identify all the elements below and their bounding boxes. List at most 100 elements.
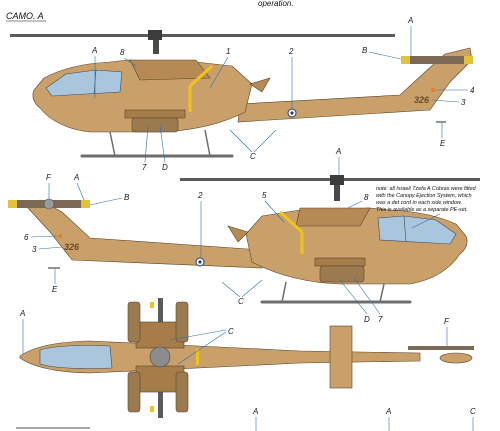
callout-A: A: [91, 46, 97, 55]
callout-D: D: [162, 163, 168, 172]
rotor-hub-plan: [149, 346, 171, 368]
plan-view: A C F A A C: [16, 298, 476, 431]
leader-line: [353, 277, 381, 315]
skid-strut: [204, 129, 211, 157]
rotor-mast: [334, 185, 340, 201]
callout-F: F: [444, 317, 450, 326]
callout-6: 6: [24, 233, 29, 242]
skid-strut: [281, 281, 287, 303]
exhaust: [249, 77, 271, 93]
leader-line: [347, 200, 363, 209]
callout-A-tail: A: [73, 173, 79, 182]
exhaust: [227, 225, 249, 243]
engine-housing: [295, 207, 371, 227]
callout-4: 4: [470, 86, 475, 95]
leader-line: [89, 197, 123, 206]
canopy: [377, 215, 457, 245]
yellow-stripe: [188, 64, 214, 88]
scheme-title: CAMO. A: [6, 11, 44, 21]
callout-3: 3: [32, 245, 37, 254]
canopy-frame: [403, 215, 407, 243]
tail-boom: [27, 199, 263, 269]
callout-E: E: [52, 285, 58, 294]
stub-wing: [314, 257, 366, 267]
leader-line: [411, 213, 441, 229]
engine-housing: [129, 59, 211, 81]
tail-marking: [58, 234, 62, 238]
horizontal-stabilizer: [329, 325, 353, 389]
callout-E: E: [440, 139, 446, 148]
callout-A: A: [19, 309, 25, 318]
rotor-mast: [153, 40, 159, 54]
yellow-marker: [150, 302, 154, 308]
callout-B: B: [362, 46, 368, 55]
tail-rotor-hub: [43, 198, 55, 210]
callout-C: C: [238, 297, 244, 306]
leader-line: [368, 51, 402, 60]
callout-C-bottom: C: [470, 407, 476, 416]
callout-A-bottom: A: [385, 407, 391, 416]
callout-7: 7: [142, 163, 147, 172]
leader-line: [431, 99, 460, 103]
serial-number: 326: [64, 242, 80, 252]
tail-rotor-tip: [81, 200, 90, 208]
leader-line: [264, 200, 285, 223]
note-line: This is available as a separate PE-set.: [376, 207, 468, 213]
tail-fin-plan: [439, 352, 473, 364]
weapon-pod: [175, 301, 189, 343]
leader-line: [144, 125, 149, 163]
yellow-stripe: [196, 349, 199, 365]
canopy: [45, 69, 123, 97]
note-line: was a det cord in each side window.: [376, 200, 462, 206]
main-rotor-blade: [10, 34, 395, 37]
leader-line: [209, 56, 229, 89]
rotor-hub: [330, 175, 344, 185]
weapon-pod: [319, 265, 365, 283]
note-line: note: all Israeli Tzefa A Cobras were fi…: [376, 186, 477, 192]
callout-C: C: [250, 152, 256, 161]
tail-boom: [237, 47, 473, 123]
callout-8: 8: [364, 193, 369, 202]
fuselage-plan: [19, 340, 421, 374]
roundel-star: [198, 260, 202, 264]
callout-7: 7: [378, 315, 383, 324]
header-continuation-text: operation.: [258, 0, 294, 8]
callout-A-tail: A: [407, 16, 413, 25]
leader-line: [177, 331, 227, 365]
leader-line: [221, 281, 241, 298]
roundel-star: [290, 111, 294, 115]
callout-1: 1: [226, 47, 230, 56]
profile-left-side: 326 A 8 1 2 A B 4 3 E C 7 D: [10, 16, 475, 172]
leader-line: [253, 129, 277, 153]
weapon-pod: [127, 301, 141, 343]
skid-strut: [109, 131, 116, 157]
tail-marking: [431, 88, 435, 92]
stub-wing: [124, 109, 186, 119]
tail-rotor-tip: [464, 56, 473, 64]
leader-line: [30, 235, 58, 238]
callout-C: C: [228, 327, 234, 336]
leader-line: [241, 279, 263, 298]
weapon-pod: [127, 371, 141, 413]
weapon-pod: [131, 117, 179, 133]
skid-strut: [379, 283, 385, 303]
yellow-stripe: [278, 210, 304, 234]
callout-D: D: [364, 315, 370, 324]
tail-rotor-plan: [408, 346, 474, 350]
yellow-marker: [150, 406, 154, 412]
weapon-pod: [175, 371, 189, 413]
tail-rotor: [401, 56, 473, 64]
callout-A-bottom: A: [252, 407, 258, 416]
callout-A-rotor: A: [335, 147, 341, 156]
callout-5: 5: [262, 191, 267, 200]
leader-line: [123, 57, 137, 67]
callout-B: B: [124, 193, 130, 202]
leader-line: [76, 182, 85, 201]
rotor-hub: [148, 30, 162, 40]
callout-8: 8: [120, 48, 125, 57]
callout-2: 2: [197, 191, 203, 200]
profile-right-side: 326 note: all Israeli Tzefa A Cobras wer…: [8, 147, 480, 324]
callout-3: 3: [461, 98, 466, 107]
leader-line: [159, 125, 166, 163]
